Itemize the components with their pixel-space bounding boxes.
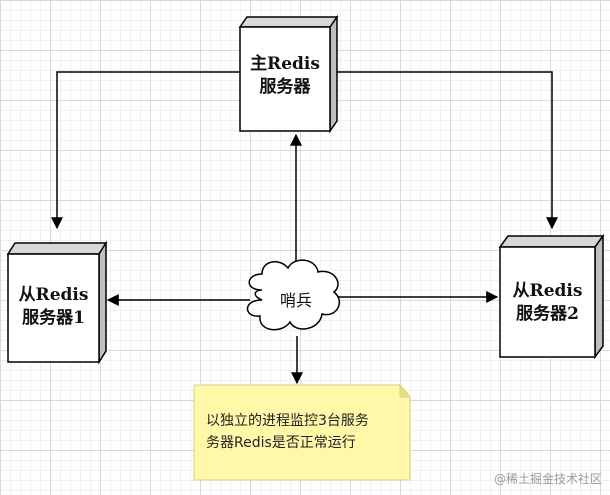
sentinel-cloud [246,259,340,331]
slave2-node-label: 从Redis 服务器2 [500,280,595,326]
master-node-label-line1: 主Redis [250,54,320,74]
slave1-node-label-line2: 服务器1 [22,308,85,328]
sentinel-label: 哨兵 [280,291,313,310]
note-text: 以独立的进程监控3台服务 务器Redis是否正常运行 [206,410,369,454]
slave2-node-label-line2: 服务器2 [516,304,579,324]
slave1-redis-node [6,240,108,365]
note-text-line2: 务器Redis是否正常运行 [206,435,356,451]
slave1-node-label: 从Redis 服务器1 [8,284,99,330]
edge-master-to-slave1 [51,71,240,230]
watermark: @稀土掘金技术社区 [493,472,602,486]
note-text-line1: 以独立的进程监控3台服务 [206,413,369,429]
slave2-redis-node [498,233,605,360]
master-node-label-line2: 服务器 [259,77,311,97]
master-redis-node [238,14,339,134]
slave1-node-label-line1: 从Redis [18,285,89,305]
master-node-label: 主Redis 服务器 [240,53,330,99]
slave2-node-label-line1: 从Redis [512,281,583,301]
note-shape [193,383,412,481]
edge-master-to-slave2 [336,71,558,230]
